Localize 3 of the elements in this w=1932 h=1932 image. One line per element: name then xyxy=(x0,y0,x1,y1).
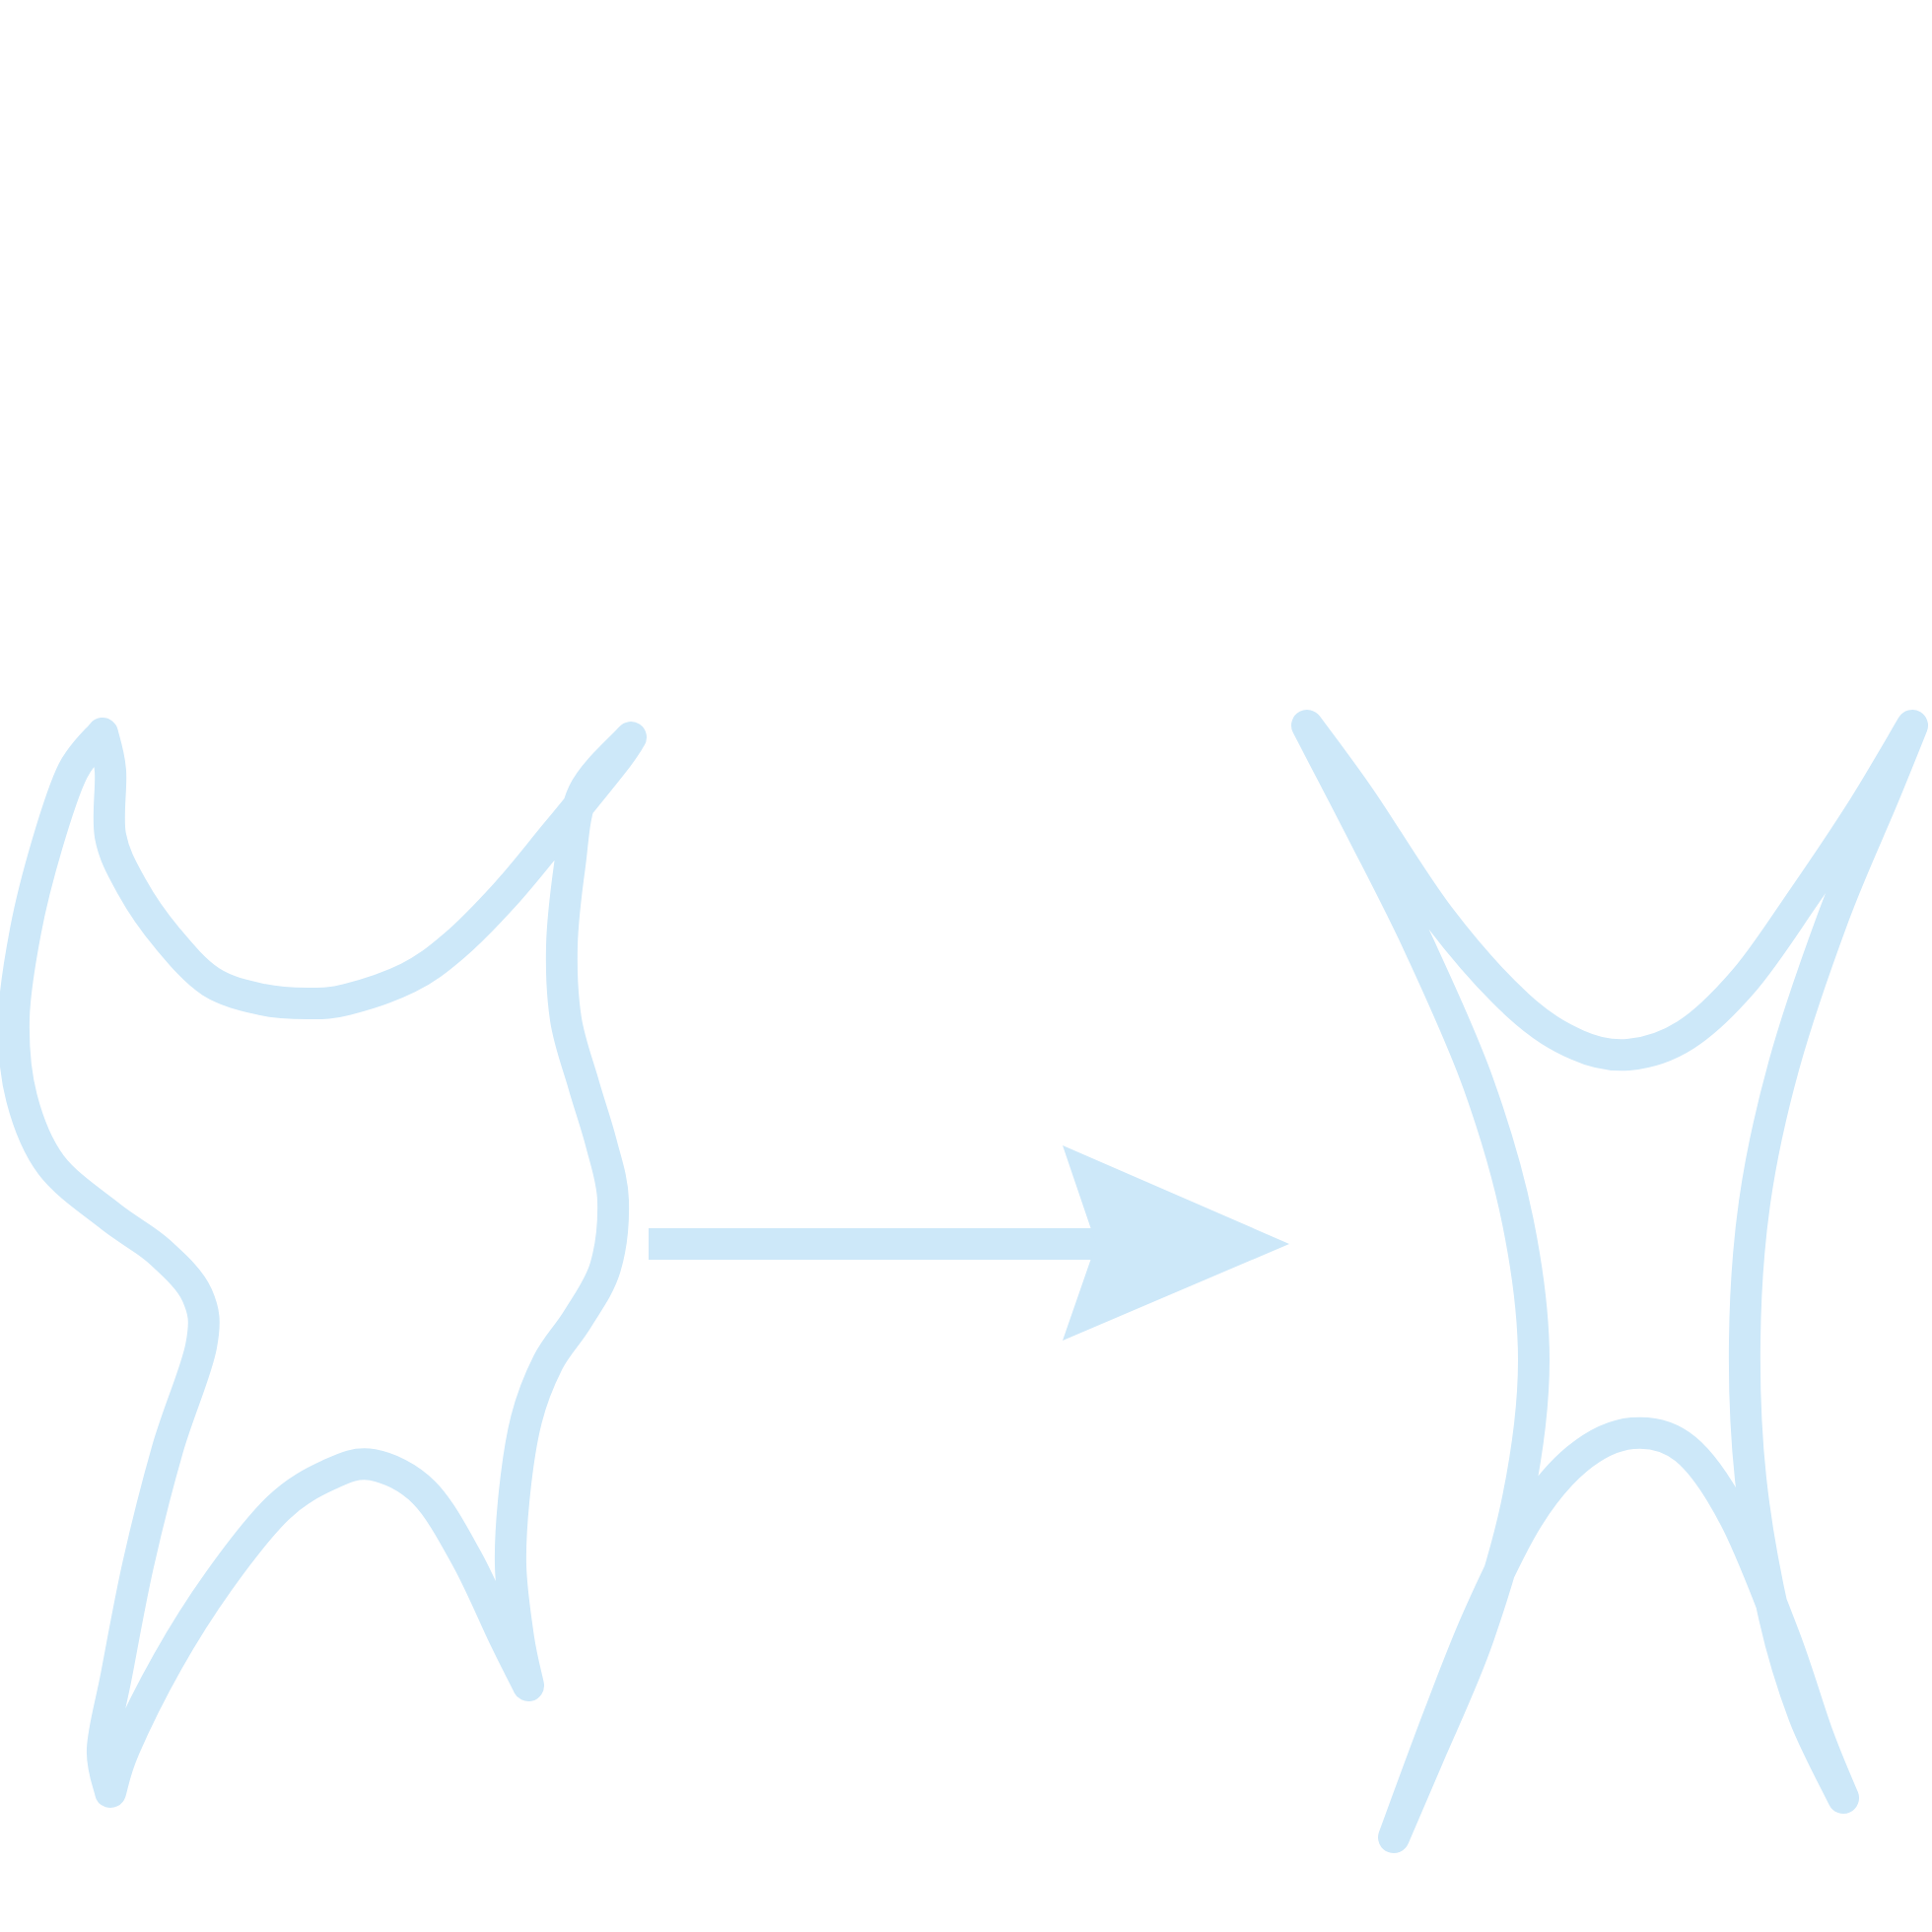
arrow xyxy=(649,1145,1289,1341)
concave-star-outline xyxy=(1289,708,1930,1855)
wavy-star-outline xyxy=(0,716,649,1810)
